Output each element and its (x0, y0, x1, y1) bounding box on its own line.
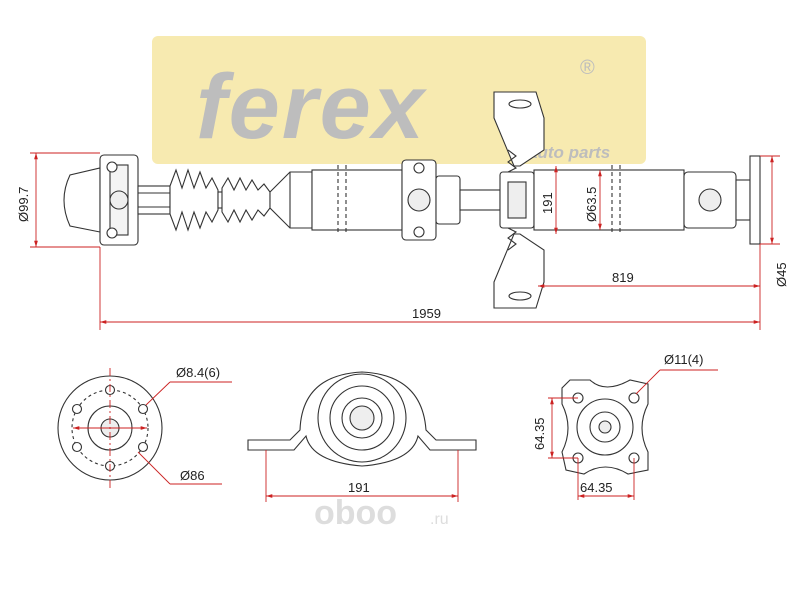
rear-tube (533, 169, 685, 231)
logo-tagline: auto parts (528, 143, 610, 162)
center-yoke-bolt-bottom (413, 226, 425, 238)
dim-rear-holes-leader (635, 369, 661, 395)
rear-flange-bore (598, 420, 612, 434)
front-slip-tube (137, 185, 171, 215)
rear-cross-bearing (698, 188, 722, 212)
center-shaft (459, 189, 501, 211)
label-tube-diameter: Ø63.5 (584, 187, 599, 222)
driveshaft-assembly (63, 91, 761, 309)
center-bearing-view: 191 (247, 371, 477, 502)
logo-brand-text: ferex (196, 56, 428, 158)
center-cross-bearing (407, 188, 431, 212)
label-rear-square-h: 64.35 (580, 480, 613, 495)
front-tube (311, 169, 403, 231)
dim-front-holes-leader (145, 381, 171, 406)
label-total-length: 1959 (412, 306, 441, 321)
dim-front-bc-leader (137, 451, 171, 485)
center-yoke-right (435, 175, 461, 225)
rear-flange-view: Ø11(4) 64.35 64.35 (532, 352, 718, 500)
rear-bolt-hole-2 (628, 392, 640, 404)
front-yoke-bolt-bottom (106, 227, 118, 239)
main-dimensions (30, 152, 780, 330)
front-bolt-hole-5 (71, 441, 83, 453)
bearing-bracket-bottom (493, 233, 545, 309)
center-yoke-bolt-top (413, 162, 425, 174)
front-flange-view: Ø8.4(6) Ø86 (57, 365, 232, 488)
label-front-bolt-holes: Ø8.4(6) (176, 365, 220, 380)
bearing-bore (349, 405, 375, 431)
label-rear-section-length: 819 (612, 270, 634, 285)
front-bolt-hole-2 (137, 403, 149, 415)
bearing-bracket-top (493, 91, 545, 167)
label-rear-flange-diameter: Ø45 (774, 262, 789, 287)
label-front-bolt-circle: Ø86 (180, 468, 205, 483)
brand-logo: ferex ® auto parts (152, 36, 646, 164)
label-flange-diameter: Ø99.7 (16, 187, 31, 222)
front-boot (169, 168, 219, 232)
front-bolt-hole-6 (71, 403, 83, 415)
rear-flange-hub (735, 179, 751, 221)
watermark-text: oboo (314, 494, 397, 532)
front-cv-joint (269, 171, 313, 229)
label-rear-bolt-holes: Ø11(4) (664, 352, 704, 367)
main-dimension-labels: Ø99.7 191 Ø63.5 819 Ø45 1959 (16, 187, 789, 321)
bracket-bottom-slot (508, 291, 532, 301)
front-cross-bearing (109, 190, 129, 210)
label-bearing-width: 191 (348, 480, 370, 495)
watermark-suffix: .ru (430, 511, 449, 528)
rear-flange-plate (749, 155, 761, 245)
front-flange-cap (63, 167, 101, 233)
front-flange-bolt-circle (71, 389, 149, 467)
bracket-top-slot (508, 99, 532, 109)
bracket-bottom-spring (507, 227, 518, 251)
front-yoke-bolt-top (106, 161, 118, 173)
logo-registered-mark: ® (580, 57, 595, 79)
bracket-top-spring (507, 149, 518, 173)
center-bearing-core (507, 181, 527, 219)
watermark: oboo .ru (314, 494, 449, 532)
middle-boot (221, 176, 271, 224)
front-bolt-hole-3 (137, 441, 149, 453)
label-rear-square-v: 64.35 (532, 417, 547, 450)
label-support-height: 191 (540, 192, 555, 214)
